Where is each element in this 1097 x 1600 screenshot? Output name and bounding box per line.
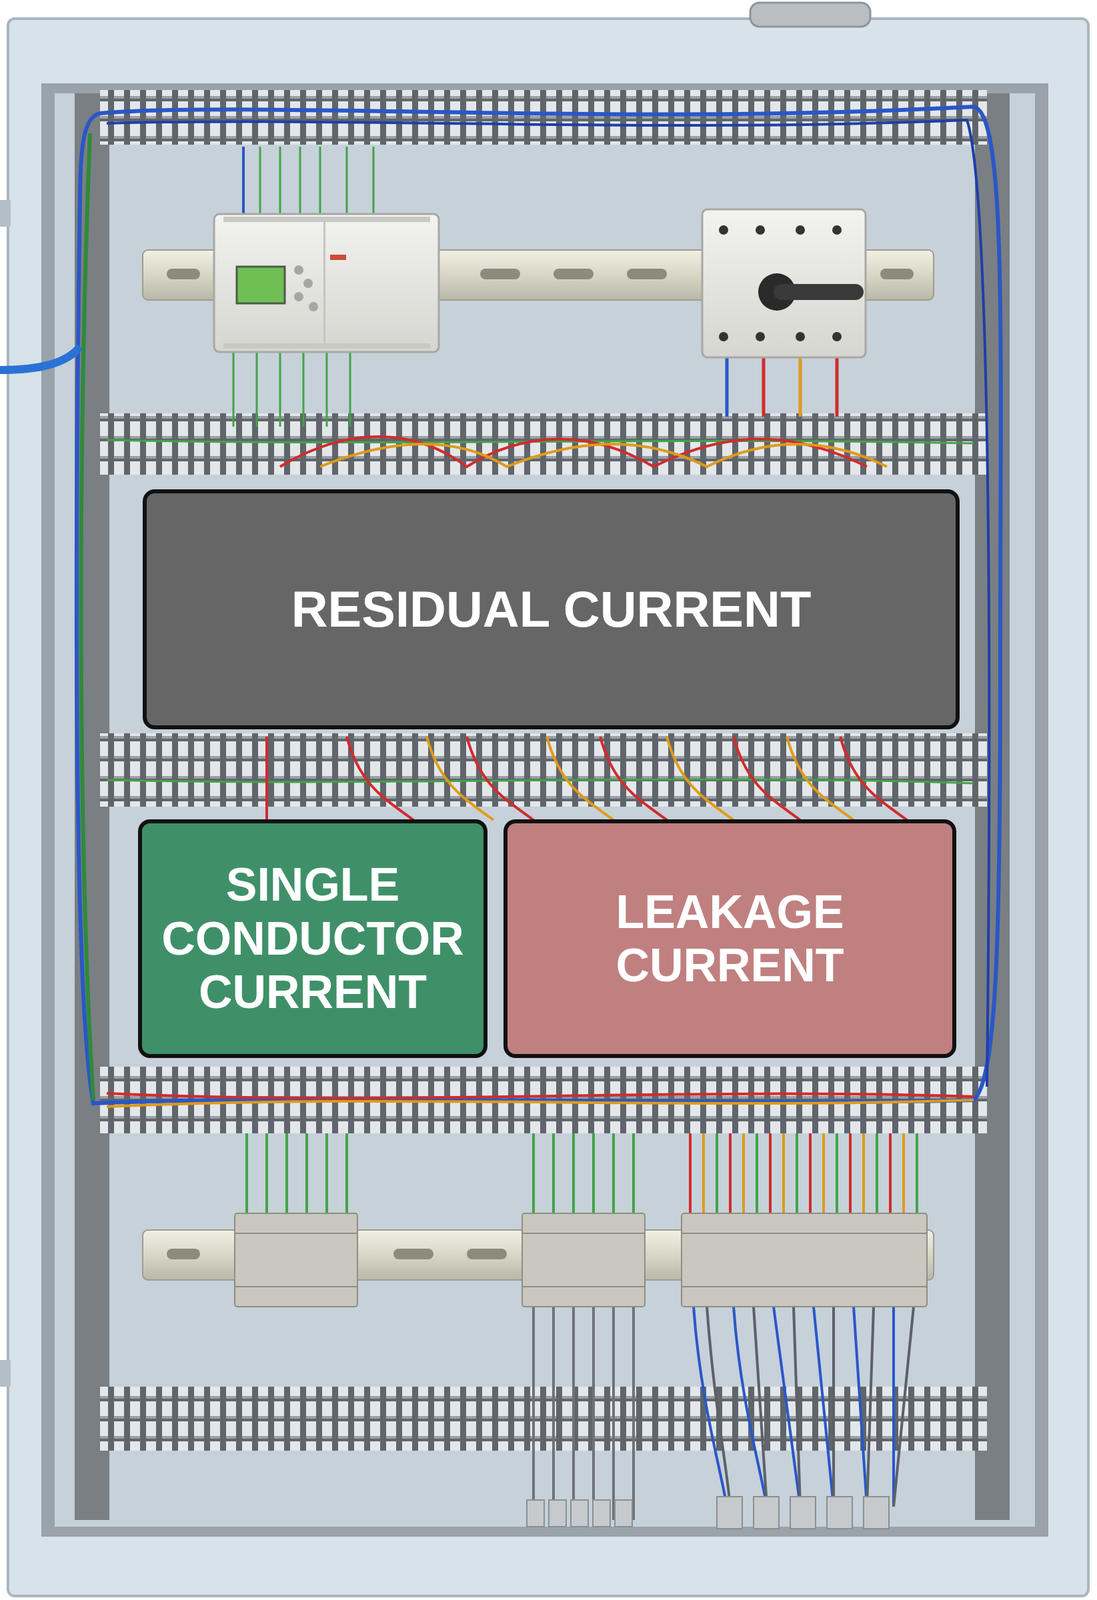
node-label: SINGLE CONDUCTOR CURRENT xyxy=(142,858,484,1020)
residual-current-box: RESIDUAL CURRENT xyxy=(142,489,960,730)
node-label: RESIDUAL CURRENT xyxy=(282,580,821,639)
text-holder: LEAKAGE CURRENT xyxy=(507,885,953,993)
text-holder: SINGLE CONDUCTOR CURRENT xyxy=(142,858,484,1020)
single-conductor-box: SINGLE CONDUCTOR CURRENT xyxy=(138,819,488,1059)
leakage-current-box: LEAKAGE CURRENT xyxy=(503,819,957,1059)
node-label: LEAKAGE CURRENT xyxy=(507,885,953,993)
text-holder: RESIDUAL CURRENT xyxy=(282,580,821,639)
